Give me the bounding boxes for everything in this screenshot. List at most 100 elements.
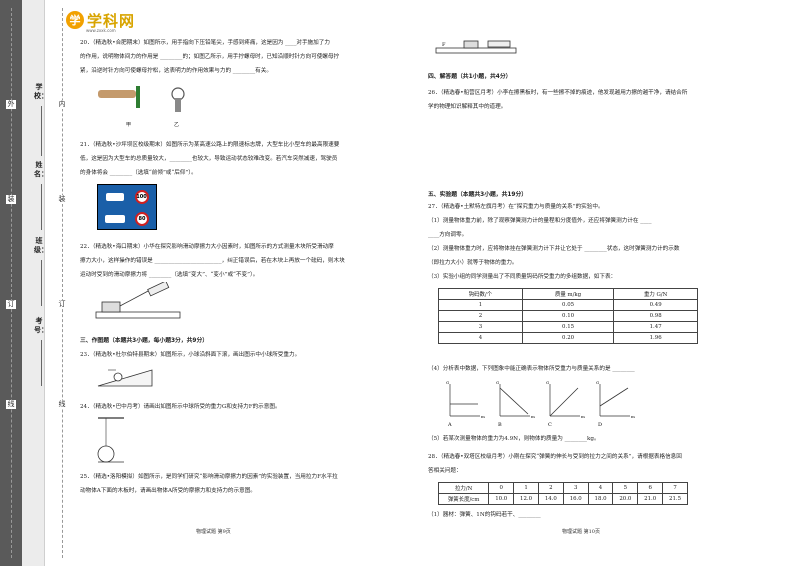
section-3-title: 三、作图题（本题共3小题，每小题3分，共9分） [80, 338, 209, 344]
graph-option-a[interactable] [449, 384, 480, 417]
table-header-cell: 重力 G/N [613, 288, 698, 300]
q24-text: 24．（精选秋•巴中月考）请画出如图所示中球所受的重力G和支持力F的示意图。 [80, 404, 281, 410]
q22-line: 擦力大小，这样操作的错误是 ________________________，纠… [80, 258, 345, 264]
speed-limit-80: 80 [135, 211, 149, 226]
table-row: 3 0.15 1.47 [438, 321, 698, 333]
q28-part1: （1）器材：弹簧、1N的钩码若干、________ [428, 512, 541, 518]
axis-label-g: G [496, 380, 499, 385]
class-field-line[interactable] [41, 260, 42, 306]
q21-line: 21．（精选秋•沙坪坝区校级期末）如图所示为某高速公路上的限速标志牌，大型车比小… [80, 142, 340, 148]
gutter-char: 线 [57, 400, 67, 409]
car-icon [105, 192, 124, 201]
block-a [463, 40, 479, 49]
table-cell: 0.05 [521, 299, 615, 311]
q27-graph-options: G G G G m m m m A B C D [446, 380, 635, 428]
graph-option-c[interactable] [549, 384, 580, 417]
q27-line: （1）测量物体重力前，除了观察弹簧测力计的量程和分度值外，还应将弹簧测力计在 _… [428, 218, 652, 224]
table-cell: 3 [562, 482, 589, 494]
cut-line-inner [62, 8, 63, 558]
table-header-cell: 质量 m/kg [521, 288, 615, 300]
q27-part4: （4）分析表中数据，下列图象中能正确表示物体所受重力与质量关系的是 ______… [428, 366, 635, 372]
finger-shape [98, 90, 136, 98]
q21-line: 的身体将会 ________（选填“前倾”或“后仰”）。 [80, 170, 197, 176]
axis-label-g: G [546, 380, 549, 385]
q22-line: 运动时受到的滑动摩擦力将 ________（选填“变大”、“变小”或“不变”）。 [80, 272, 259, 278]
table-row: 1 0.05 0.49 [438, 299, 698, 311]
table-cell: 21.5 [662, 493, 688, 505]
figure-label-jia: 甲 [126, 122, 132, 128]
q22-friction-figure [95, 282, 181, 319]
gutter-char: 内 [57, 100, 67, 109]
name-field-label: 姓名： [34, 160, 48, 178]
table-cell: 16.0 [562, 493, 589, 505]
q27-line: 27．（精选春•土默特左旗月考）在“探究重力与质量的关系”的实验中。 [428, 204, 604, 210]
q27-line: ____方向调零。 [428, 232, 468, 238]
graph-label-d: D [598, 422, 602, 428]
figure-label-yi: 乙 [174, 122, 180, 128]
gutter-char: 装 [57, 195, 67, 204]
exam-number-field-line[interactable] [41, 340, 42, 386]
logo-text: 学科网 [87, 11, 136, 30]
axis-label-m: m [481, 414, 485, 419]
q27-line: （2）测量物体重力时，应将物体挂在弹簧测力计下并让它处于 ________状态，… [428, 246, 680, 252]
logo-icon: 学 [66, 11, 84, 29]
graph-option-b[interactable] [499, 384, 530, 417]
cut-line-outer [11, 8, 12, 558]
table-cell: 0.10 [521, 310, 615, 322]
wood-block [101, 301, 121, 313]
ball-shape [113, 372, 123, 382]
svg-text:F: F [442, 42, 446, 48]
table-cell: 4 [438, 332, 523, 344]
table-row-label: 弹簧长度/cm [437, 493, 490, 505]
q27-line: （3）实验小组的同学测量出了不同质量钩码所受重力的多组数据，如下表： [428, 274, 617, 280]
table-cell: 0.98 [613, 310, 698, 322]
table-cell: 10.0 [488, 493, 515, 505]
q20-line: 紧，沿逆时针方向可使螺母拧松，这表明力的作用效果与力的 ________有关。 [80, 68, 272, 74]
bolt-shape [175, 98, 181, 112]
table-cell: 6 [637, 482, 664, 494]
q20-figures [98, 86, 185, 112]
table-header-cell: 钩码数/个 [438, 288, 523, 300]
table-header-row: 钩码数/个 质量 m/kg 重力 G/N [438, 288, 698, 300]
graph-option-d[interactable] [599, 384, 630, 417]
binding-gutter-light [22, 0, 45, 566]
axis-label-m: m [631, 414, 635, 419]
pencil-shape [136, 86, 140, 108]
q27-part5: （5）若某次测量物体的重力为4.9N，则物体的质量为 ________kg。 [428, 436, 600, 442]
page-footer-right: 物理试题 第10页 [562, 529, 600, 535]
table-cell: 0.15 [521, 321, 615, 333]
table-cell: 21.0 [637, 493, 664, 505]
class-field-label: 班级： [34, 236, 48, 254]
gutter-char: 装 [6, 195, 16, 204]
table-cell: 1 [513, 482, 539, 494]
gutter-char: 线 [6, 400, 16, 409]
table-cell: 18.0 [587, 493, 614, 505]
table-row: 弹簧长度/cm 10.0 12.0 14.0 16.0 18.0 20.0 21… [437, 493, 688, 505]
table-cell: 2 [537, 482, 564, 494]
section-5-title: 五、实验题（本题共3小题，共19分） [428, 192, 528, 198]
table-cell: 20.0 [612, 493, 639, 505]
table-cell: 14.0 [537, 493, 564, 505]
table-cell: 1.96 [613, 332, 698, 344]
table-cell: 0.20 [521, 332, 615, 344]
graph-label-c: C [548, 422, 552, 428]
table-cell: 4 [587, 482, 614, 494]
table-cell: 1 [438, 299, 523, 311]
q24-ball-figure [97, 417, 124, 463]
graph-label-b: B [498, 422, 502, 428]
table-cell: 3 [438, 321, 523, 333]
table-cell: 12.0 [513, 493, 539, 505]
spring-scale [147, 282, 170, 297]
ball-shape [97, 445, 115, 463]
school-field-label: 学校： [34, 82, 48, 100]
school-field-line[interactable] [41, 106, 42, 156]
axis-label-g: G [446, 380, 449, 385]
name-field-line[interactable] [41, 184, 42, 230]
speed-limit-100: 100 [134, 189, 149, 204]
q28-line: 答相关问题： [428, 468, 462, 474]
spring-scale [487, 40, 511, 48]
table-row: 4 0.20 1.96 [438, 332, 698, 344]
q22-line: 22．（精选秋•海口期末）小华在探究影响滑动摩擦力大小因素时，如图所示的方式测量… [80, 244, 334, 250]
table-cell: 0.49 [613, 299, 698, 311]
speed-limit-sign: 100 80 [97, 184, 157, 230]
